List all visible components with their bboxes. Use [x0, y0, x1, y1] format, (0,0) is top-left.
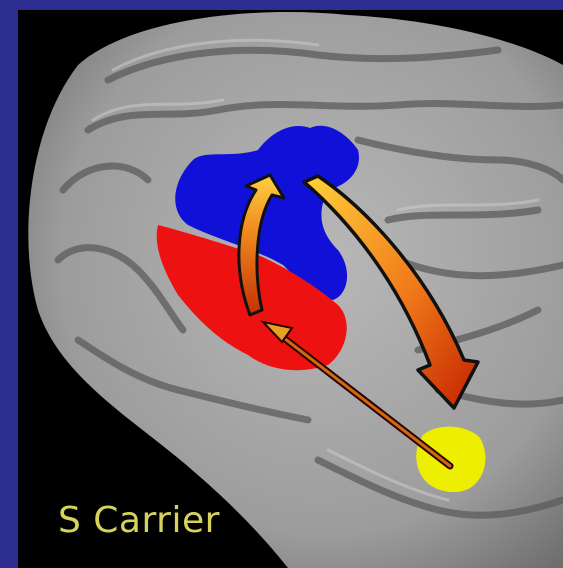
brain-figure — [18, 10, 563, 568]
brain-surface-illustration — [18, 10, 563, 568]
caption-label: S Carrier — [58, 500, 220, 541]
